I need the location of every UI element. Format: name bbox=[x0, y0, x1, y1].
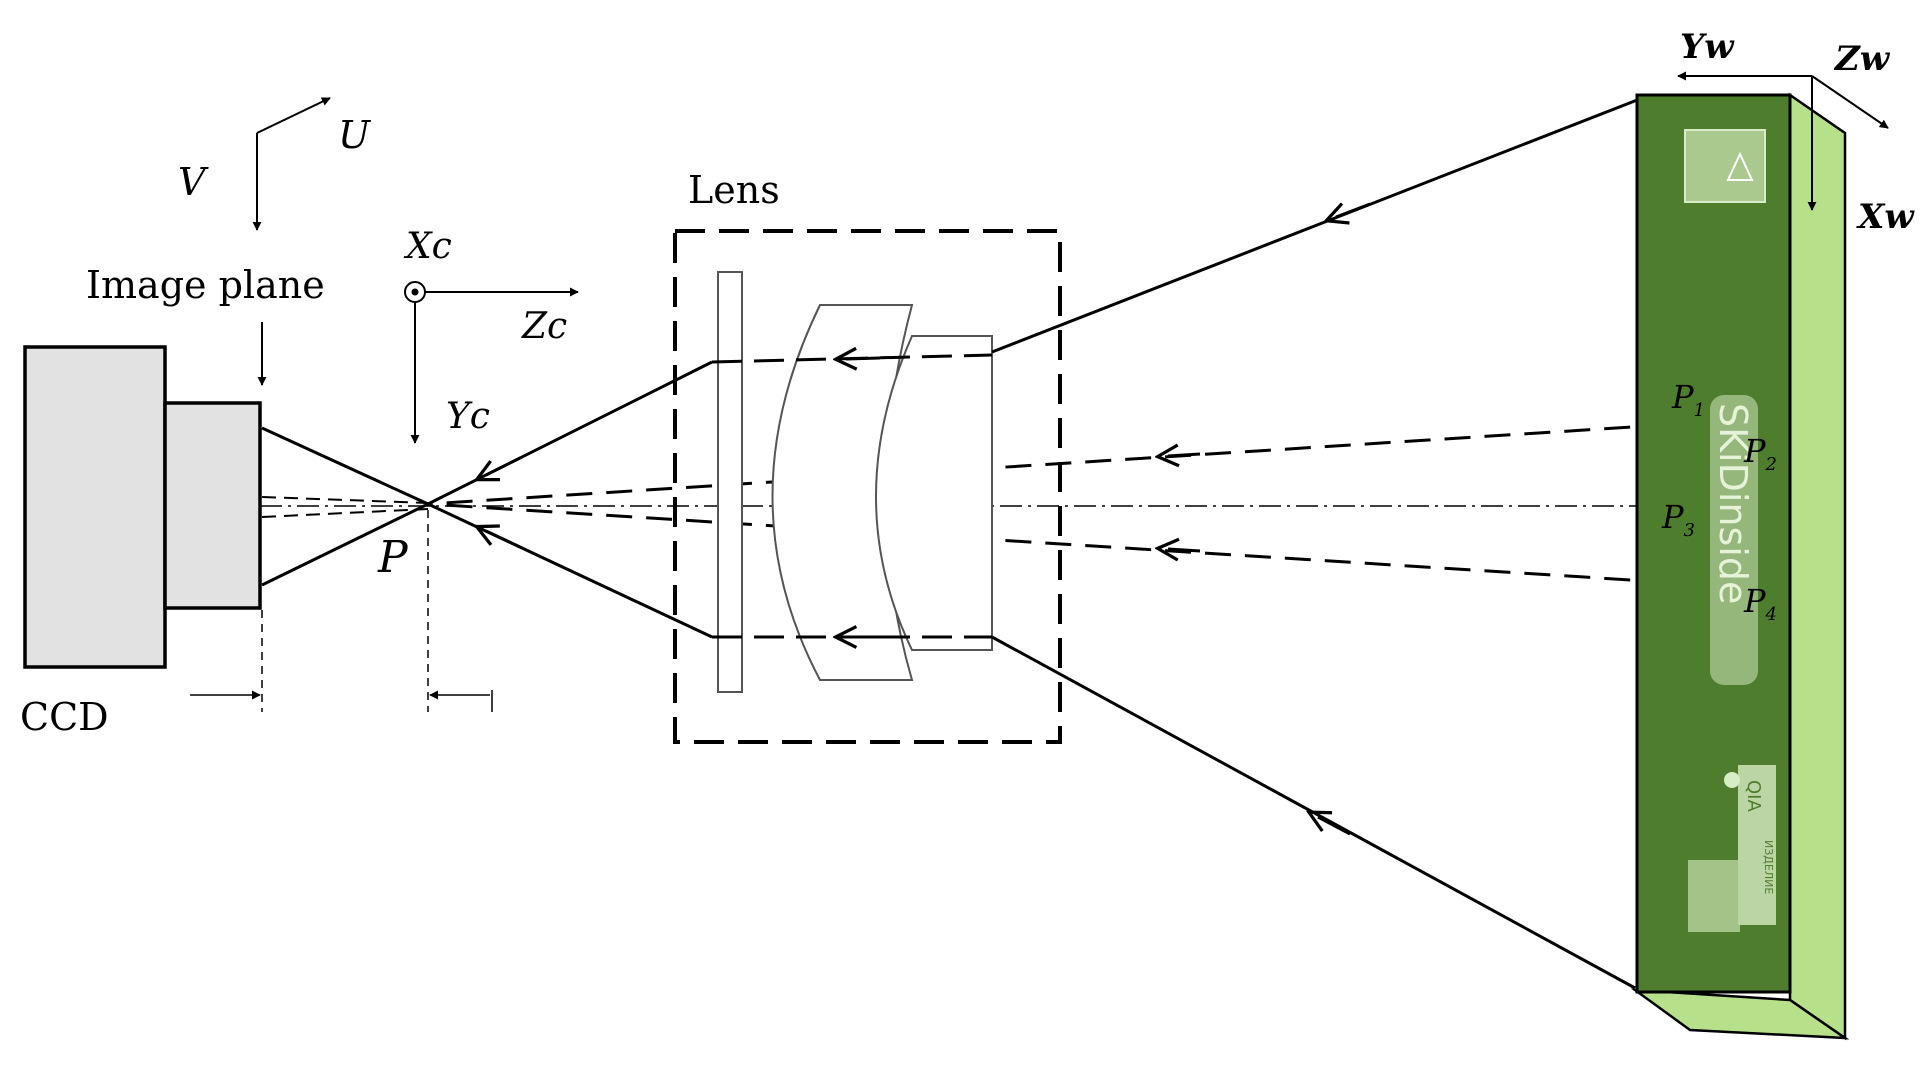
ray-solid bbox=[991, 635, 1636, 990]
projection-line bbox=[261, 496, 429, 504]
brand-text: SKiDinside bbox=[1711, 403, 1755, 604]
projection-lines-image bbox=[261, 496, 429, 518]
point-labels: P1 P2 P3 P4 bbox=[1661, 378, 1777, 625]
box-label-text: QIA bbox=[1743, 780, 1764, 812]
point-p2-subscript: 2 bbox=[1765, 454, 1777, 475]
u-axis-arrow bbox=[256, 97, 331, 134]
image-plane-label: Image plane bbox=[86, 263, 325, 307]
object-side-face bbox=[1788, 92, 1847, 1041]
zw-axis-label: Zw bbox=[1833, 39, 1891, 79]
camera-axes bbox=[404, 281, 579, 444]
point-p3-label: P3 bbox=[1661, 498, 1695, 541]
ray-arrow bbox=[1168, 549, 1201, 551]
point-p4-letter: P bbox=[1743, 582, 1766, 620]
zc-axis-label: Zc bbox=[521, 306, 567, 347]
ray-arrow bbox=[1336, 204, 1371, 217]
brand-text-group: SKiDinside bbox=[1710, 395, 1758, 685]
yc-axis-label: Yc bbox=[446, 396, 490, 437]
xc-axis-dot bbox=[411, 288, 419, 296]
box-emblem bbox=[1724, 772, 1740, 788]
ray-solid bbox=[427, 502, 713, 639]
v-axis-label: V bbox=[178, 160, 209, 204]
logo-triangle-icon bbox=[1726, 151, 1754, 181]
point-p4-label: P4 bbox=[1743, 582, 1777, 625]
image-axes bbox=[252, 97, 331, 231]
object-bottom-face bbox=[1630, 988, 1850, 1040]
projection-line bbox=[261, 508, 429, 518]
box-fine-print: ИЗДЕЛИЕ bbox=[1762, 840, 1775, 894]
ray-solid bbox=[991, 93, 1651, 354]
box-logo bbox=[1684, 129, 1766, 203]
ray-arrow bbox=[486, 531, 521, 549]
optical-center-label: P bbox=[377, 532, 409, 583]
ray-solid bbox=[261, 426, 429, 506]
lens-label: Lens bbox=[688, 168, 780, 212]
point-p2-label: P2 bbox=[1743, 432, 1777, 475]
box-label bbox=[1738, 765, 1776, 925]
ray-arrow bbox=[1318, 817, 1351, 836]
ray-solid bbox=[261, 502, 429, 587]
yw-axis-label: Yw bbox=[1680, 27, 1735, 67]
world-axes bbox=[1677, 71, 1889, 211]
ray-arrow bbox=[486, 456, 521, 475]
point-p4-subscript: 4 bbox=[1765, 604, 1777, 625]
xc-axis-label: Xc bbox=[403, 226, 452, 267]
u-axis-label: U bbox=[338, 113, 372, 157]
box-barcode bbox=[1688, 860, 1740, 932]
ray-arrow bbox=[846, 358, 881, 359]
projection-line bbox=[427, 502, 1711, 587]
point-p1-label: P1 bbox=[1671, 378, 1705, 421]
zw-axis-arrow bbox=[1811, 75, 1889, 129]
point-p3-subscript: 3 bbox=[1684, 520, 1695, 541]
lens-boundary bbox=[673, 229, 1062, 744]
lens-assembly bbox=[673, 229, 1062, 744]
point-p1-subscript: 1 bbox=[1694, 400, 1705, 421]
point-p2-letter: P bbox=[1743, 432, 1766, 470]
ccd-camera bbox=[23, 345, 262, 669]
dimension-marks bbox=[190, 510, 493, 712]
lens-plate bbox=[717, 271, 743, 693]
lens-element-rear bbox=[875, 335, 993, 651]
object-box: SKiDinside QIA ИЗДЕЛИЕ bbox=[1630, 92, 1850, 1041]
projection-lines-object bbox=[427, 420, 1711, 587]
point-p3-letter: P bbox=[1661, 498, 1684, 536]
ccd-label: CCD bbox=[20, 695, 109, 739]
ccd-lens-mount bbox=[163, 401, 262, 610]
xw-axis-label: Xw bbox=[1856, 197, 1915, 237]
projection-line bbox=[427, 420, 1711, 506]
brand-text-background bbox=[1710, 395, 1758, 685]
ccd-body bbox=[23, 345, 167, 669]
point-p1-letter: P bbox=[1671, 378, 1694, 416]
ray-arrow bbox=[1168, 454, 1201, 456]
